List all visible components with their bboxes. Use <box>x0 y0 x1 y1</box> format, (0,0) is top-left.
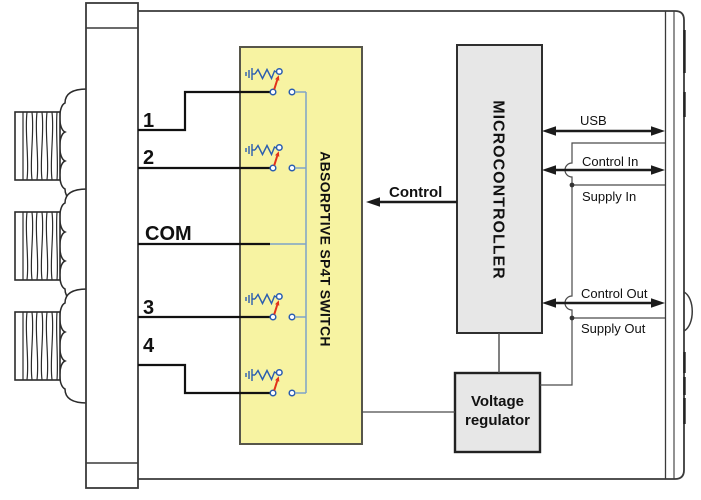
com-label: COM <box>145 223 192 245</box>
back-panel-bump <box>683 291 693 332</box>
rf-connector-middle <box>14 188 88 304</box>
port-wires <box>138 90 270 395</box>
enclosure <box>138 10 693 480</box>
supply-out-label: Supply Out <box>581 321 646 336</box>
supply-net <box>540 142 665 386</box>
control-arrowhead <box>366 197 380 207</box>
supply-in-label: Supply In <box>582 189 636 204</box>
switch-box <box>239 46 363 445</box>
voltage-regulator-box <box>453 371 542 454</box>
port2-label: 2 <box>143 147 154 169</box>
voltage-regulator-label-line1: Voltage <box>471 393 524 410</box>
voltage-regulator-label-line2: regulator <box>465 412 530 429</box>
supply-in-junction-dot <box>569 182 575 188</box>
usb-label: USB <box>580 113 607 128</box>
switch-box-label: ABSORPTIVE SP4T SWITCH <box>318 151 334 347</box>
port1-label: 1 <box>143 110 154 132</box>
enclosure-outline <box>138 10 685 480</box>
control-out-arrow <box>542 298 665 308</box>
control-in-arrow <box>542 165 665 175</box>
control-in-label: Control In <box>582 154 638 169</box>
port4-label: 4 <box>143 335 155 357</box>
port4-wire <box>138 363 270 395</box>
control-out-label: Control Out <box>581 286 648 301</box>
front-panel-plate <box>85 2 139 489</box>
control-arrow <box>366 197 457 207</box>
port1-wire <box>138 90 270 132</box>
microcontroller-label: MICROCONTROLLER <box>490 100 507 279</box>
supply-out-junction-dot <box>569 315 575 321</box>
rf-connector-bottom <box>14 288 88 404</box>
rf-connectors <box>14 88 88 404</box>
supply-bus-line <box>540 142 665 386</box>
front-panel <box>85 2 139 489</box>
usb-arrow <box>542 126 665 136</box>
port3-label: 3 <box>143 297 154 319</box>
control-label: Control <box>389 184 442 201</box>
rf-connector-top <box>14 88 88 204</box>
microcontroller-box <box>456 44 543 334</box>
